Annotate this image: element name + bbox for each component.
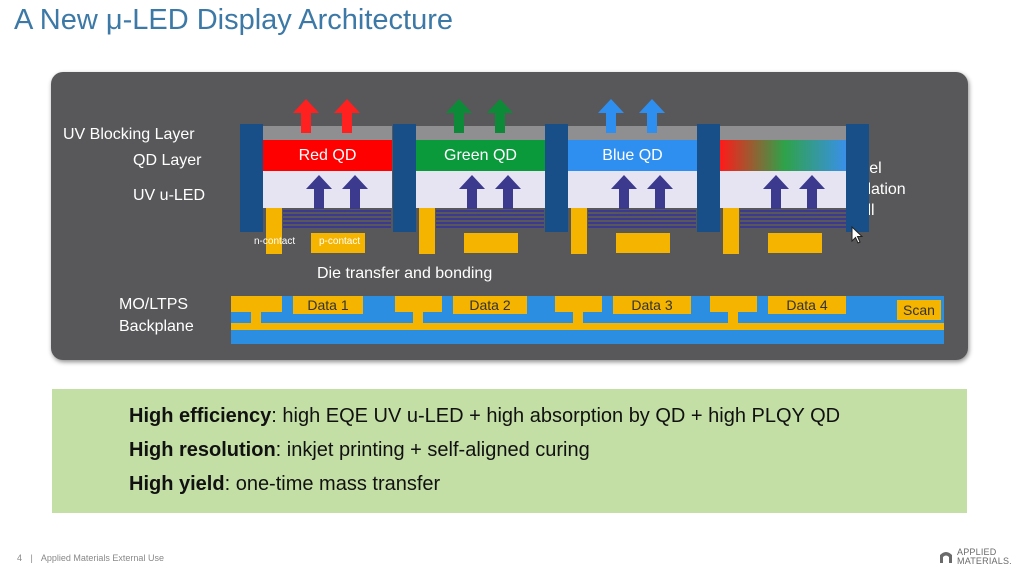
qd-layer-1: Red QD (263, 140, 392, 171)
company-logo: APPLIED MATERIALS. (938, 548, 1012, 566)
uv-led-4 (720, 171, 849, 208)
uv-blocking-layer-2 (416, 126, 545, 140)
quantum-well-layer (283, 210, 391, 212)
qd-layer-label: QD Layer (133, 152, 202, 169)
tft-via-4 (728, 310, 738, 324)
emission-arrow-icon (293, 99, 319, 133)
tft-via-3 (573, 310, 583, 324)
quantum-well-layer (283, 222, 391, 224)
slide-title: A New μ-LED Display Architecture (14, 4, 453, 36)
n-contact-label: n-contact (254, 236, 296, 247)
data-line-3: Data 3 (613, 296, 691, 314)
quantum-well-layer (740, 222, 848, 224)
data-line-2: Data 2 (453, 296, 527, 314)
highlights-box: High efficiency: high EQE UV u-LED + hig… (52, 389, 967, 513)
isolation-wall-3 (545, 124, 568, 232)
qd-layer-2: Green QD (416, 140, 545, 171)
die-transfer-label: Die transfer and bonding (317, 265, 493, 282)
data-line-1: Data 1 (293, 296, 363, 314)
uv-emission-arrow-icon (342, 175, 368, 209)
emission-arrow-icon (334, 99, 360, 133)
tft-via-1 (251, 310, 261, 324)
n-contact-3 (571, 208, 587, 254)
emission-arrow-icon (446, 99, 472, 133)
tft-pad-2 (395, 296, 442, 312)
quantum-well-layer (588, 222, 696, 224)
n-contact-1 (266, 208, 282, 254)
backplane-label-line2: Backplane (119, 318, 194, 335)
tft-pad-1 (231, 296, 282, 312)
mouse-cursor-icon (851, 226, 864, 244)
uv-led-3 (568, 171, 697, 208)
uv-blocking-layer-1 (263, 126, 392, 140)
emission-arrow-icon (487, 99, 513, 133)
applied-materials-logo-icon (940, 552, 952, 563)
highlight-yield: High yield: one-time mass transfer (129, 473, 441, 495)
tft-pad-4 (710, 296, 757, 312)
p-contact-3 (616, 233, 670, 253)
qd-layer-4 (720, 140, 849, 171)
scan-line (231, 323, 944, 330)
quantum-well-layer (436, 210, 544, 212)
uv-blocking-label: UV Blocking Layer (63, 126, 195, 143)
quantum-well-layer (740, 218, 848, 220)
highlight-resolution: High resolution: inkjet printing + self-… (129, 439, 590, 461)
diagram-panel: UV Blocking Layer QD Layer UV u-LED Red … (51, 72, 968, 360)
classification-label: Applied Materials External Use (40, 553, 164, 563)
quantum-well-layer (588, 214, 696, 216)
isolation-wall-2 (393, 124, 416, 232)
emission-arrow-icon (639, 99, 665, 133)
tft-via-2 (413, 310, 423, 324)
quantum-well-layer (740, 214, 848, 216)
quantum-well-layer (436, 222, 544, 224)
quantum-well-layer (588, 218, 696, 220)
quantum-well-layer (740, 226, 848, 228)
uv-emission-arrow-icon (459, 175, 485, 209)
isolation-wall-4 (697, 124, 720, 232)
p-contact-4 (768, 233, 822, 253)
uv-emission-arrow-icon (763, 175, 789, 209)
quantum-well-layer (588, 210, 696, 212)
quantum-well-layer (436, 226, 544, 228)
quantum-well-layer (283, 214, 391, 216)
uv-emission-arrow-icon (611, 175, 637, 209)
uv-emission-arrow-icon (799, 175, 825, 209)
tft-pad-3 (555, 296, 602, 312)
quantum-well-layer (740, 210, 848, 212)
isolation-wall-1 (240, 124, 263, 232)
p-contact-2 (464, 233, 518, 253)
uv-blocking-layer-4 (720, 126, 849, 140)
quantum-well-layer (436, 214, 544, 216)
logo-text-line2: MATERIALS. (957, 556, 1012, 566)
p-contact-1 (311, 233, 365, 253)
uv-blocking-layer-3 (568, 126, 697, 140)
quantum-well-layer (283, 226, 391, 228)
qd-layer-3: Blue QD (568, 140, 697, 171)
isolation-wall-5 (846, 124, 869, 232)
uv-emission-arrow-icon (495, 175, 521, 209)
n-contact-4 (723, 208, 739, 254)
p-contact-label: p-contact (319, 236, 361, 247)
uv-emission-arrow-icon (306, 175, 332, 209)
uv-led-1 (263, 171, 392, 208)
footer: 4 | Applied Materials External Use (17, 553, 164, 563)
quantum-well-layer (436, 218, 544, 220)
quantum-well-layer (588, 226, 696, 228)
uv-led-2 (416, 171, 545, 208)
n-contact-2 (419, 208, 435, 254)
data-line-4: Data 4 (768, 296, 846, 314)
page-number: 4 (17, 553, 23, 563)
scan-label: Scan (897, 300, 941, 320)
quantum-well-layer (283, 218, 391, 220)
emission-arrow-icon (598, 99, 624, 133)
uv-led-label: UV u-LED (133, 187, 206, 204)
backplane-label-line1: MO/LTPS (119, 296, 189, 313)
uv-emission-arrow-icon (647, 175, 673, 209)
logo-text-line1: APPLIED (957, 547, 997, 557)
highlight-efficiency: High efficiency: high EQE UV u-LED + hig… (129, 405, 841, 427)
